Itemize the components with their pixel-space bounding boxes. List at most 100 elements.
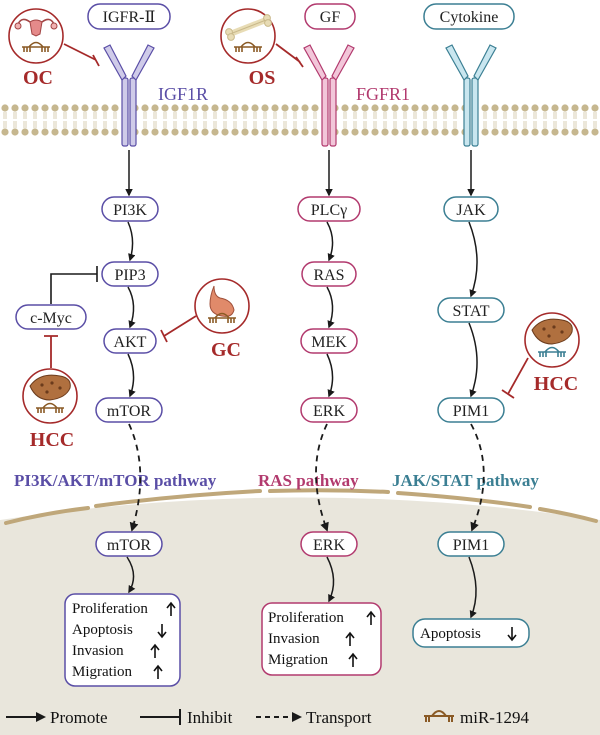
up-arrow-icon	[150, 643, 160, 658]
pi3k-outcome-1: Proliferation	[72, 601, 148, 617]
ras-outcome-1: Proliferation	[268, 610, 344, 626]
node-jak-box	[443, 196, 499, 222]
node-akt: AKT	[114, 334, 147, 351]
hcc-left-label: HCC	[30, 429, 74, 451]
oc-mirna-badge	[8, 8, 64, 64]
hcc-inhibit-cmyc	[44, 335, 58, 368]
node-mtor: mTOR	[107, 403, 151, 420]
legend-mirna-label: miR-1294	[460, 708, 529, 727]
node-pi3k: PI3K	[113, 202, 147, 219]
legend-inhibit-symbol	[140, 709, 181, 725]
ligand-igf-box	[87, 3, 171, 30]
pi3k-outcome-2: Apoptosis	[72, 622, 133, 638]
node-mek: MEK	[311, 334, 347, 351]
jak-outcome-box	[412, 618, 530, 648]
inhibit-cmyc-pip3	[50, 266, 98, 304]
arrow-plc-ras	[326, 221, 335, 262]
ligand-igf: IGFR-Ⅱ	[103, 9, 156, 26]
pi3k-outcome-arrows	[150, 601, 176, 679]
receptor-igf1r	[103, 44, 155, 147]
up-arrow-icon	[348, 652, 358, 667]
ras-outcome-3: Migration	[268, 652, 328, 668]
nuclear-erk: ERK	[313, 537, 345, 554]
node-erk: ERK	[313, 403, 345, 420]
receptor-fgfr1-label: FGFR1	[356, 84, 410, 104]
plasma-membrane	[0, 103, 600, 137]
ras-pathway-label: RAS pathway	[258, 471, 359, 490]
node-erk-box	[300, 397, 358, 423]
arrow-mtor-outcome	[126, 556, 136, 594]
jak-pathway-label: JAK/STAT pathway	[392, 471, 539, 490]
legend-transport-label: Transport	[306, 708, 372, 727]
gc-inhibit	[160, 315, 197, 343]
up-arrow-icon	[166, 601, 176, 616]
ligand-cytokine-box	[423, 3, 515, 30]
jak-outcome-1: Apoptosis	[420, 626, 481, 642]
pi3k-pathway-label: PI3K/AKT/mTOR pathway	[14, 471, 217, 490]
node-jak: JAK	[456, 202, 486, 219]
gc-mirna-badge	[194, 278, 250, 334]
arrow-pi3k-pip3	[127, 221, 136, 262]
arrow-pip3-akt	[127, 286, 136, 329]
node-stat: STAT	[453, 303, 490, 320]
nuclear-mtor-box	[95, 531, 163, 557]
pi3k-outcome-box	[64, 593, 181, 687]
legend: Promote Inhibit Transport miR-1294	[6, 708, 529, 727]
os-label: OS	[249, 67, 276, 89]
mirna-icon	[208, 312, 236, 323]
legend-promote-label: Promote	[50, 708, 108, 727]
node-plc-box	[297, 196, 361, 222]
node-pip3: PIP3	[114, 267, 145, 284]
arrow-stat-pim1	[468, 322, 478, 398]
arrow-erk-outcome	[326, 556, 335, 603]
gc-label: GC	[211, 339, 241, 361]
os-inhibit	[275, 43, 304, 68]
ligand-cytokine: Cytokine	[440, 9, 499, 26]
node-akt-box	[103, 328, 157, 354]
node-mtor-box	[95, 397, 163, 423]
nuclear-pim1: PIM1	[453, 537, 489, 554]
arrow-jak-stat	[468, 221, 478, 298]
mirna-icon	[36, 402, 64, 413]
legend-mirna-icon	[424, 710, 454, 722]
node-mek-box	[300, 328, 358, 354]
oc-inhibit	[63, 43, 100, 67]
pi3k-outcome-3: Invasion	[72, 643, 124, 659]
nuclear-envelope	[4, 488, 598, 525]
oc-label: OC	[23, 67, 53, 89]
node-pim1: PIM1	[453, 403, 489, 420]
legend-inhibit-label: Inhibit	[187, 708, 233, 727]
mirna-icon	[538, 346, 566, 357]
up-arrow-icon	[153, 664, 163, 679]
bone-icon	[225, 14, 272, 41]
ras-outcome-2: Invasion	[268, 631, 320, 647]
node-cmyc-box	[15, 304, 87, 330]
arrow-akt-mtor	[127, 353, 136, 398]
node-ras: RAS	[313, 267, 344, 284]
nuclear-mtor: mTOR	[107, 537, 151, 554]
node-pip3-box	[101, 261, 159, 287]
node-stat-box	[437, 297, 505, 323]
ovary-icon	[14, 18, 58, 37]
node-cmyc: c-Myc	[30, 310, 72, 327]
hcc-right-inhibit	[501, 357, 529, 399]
node-pi3k-box	[101, 196, 159, 222]
up-arrow-icon	[345, 631, 355, 646]
hcc-right-mirna-badge	[524, 312, 580, 368]
hcc-right-label: HCC	[534, 373, 578, 395]
ligand-gf: GF	[320, 9, 341, 26]
liver-icon	[29, 374, 71, 401]
arrow-mek-erk	[326, 353, 335, 398]
nuclear-pim1-box	[437, 531, 505, 557]
receptor-igf1r-label: IGF1R	[158, 84, 208, 104]
receptor-fgfr1	[303, 44, 355, 147]
node-pim1-box	[437, 397, 505, 423]
mirna-icon	[234, 41, 262, 52]
receptor-cytokine	[445, 44, 497, 147]
arrow-pim1-outcome	[468, 556, 477, 619]
hcc-left-mirna-badge	[22, 368, 78, 424]
pi3k-outcome-4: Migration	[72, 664, 132, 680]
node-ras-box	[301, 261, 357, 287]
